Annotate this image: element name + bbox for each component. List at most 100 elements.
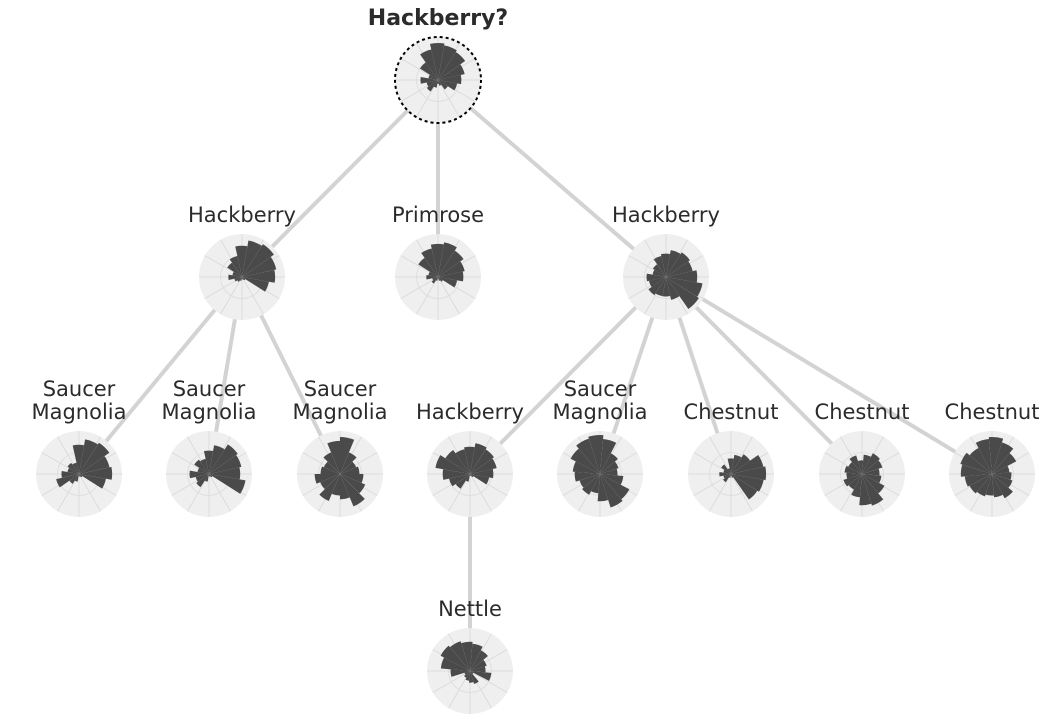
- tree-node-n9[interactable]: Chestnut: [684, 400, 779, 517]
- tree-node-n11[interactable]: Chestnut: [945, 400, 1040, 517]
- rose-petal: [209, 467, 241, 480]
- rose-petal: [470, 443, 487, 474]
- rose-glyph: [427, 628, 513, 714]
- rose-petal: [239, 277, 242, 281]
- tree-node-n2[interactable]: Primrose: [392, 203, 484, 320]
- rose-petal: [426, 274, 438, 280]
- rose-petal: [648, 277, 666, 296]
- rose-petal: [590, 474, 600, 494]
- rose-glyph: [394, 36, 482, 124]
- tree-node-n1[interactable]: Hackberry: [188, 203, 296, 320]
- tree-edge-n1-n5: [213, 317, 238, 434]
- rose-petal: [438, 250, 464, 277]
- rose-glyph: [623, 234, 709, 320]
- rose-petal: [314, 474, 340, 484]
- rose-petal: [209, 454, 242, 474]
- rose-petal: [572, 461, 600, 474]
- rose-petal: [319, 474, 340, 502]
- rose-glyph: [949, 431, 1035, 517]
- tree-edge-n3-n10: [693, 304, 835, 447]
- rose-petal: [660, 253, 671, 277]
- node-label: Chestnut: [945, 400, 1040, 424]
- rose-petal: [470, 449, 494, 474]
- rose-petal: [470, 643, 483, 671]
- rose-petal: [237, 277, 242, 282]
- rose-petal: [666, 277, 699, 309]
- node-label: Chestnut: [815, 400, 910, 424]
- rose-petal: [469, 474, 471, 476]
- rose-petal: [438, 80, 448, 90]
- rose-petal: [862, 468, 880, 476]
- rose-petal: [666, 270, 698, 283]
- rose-petal: [438, 261, 465, 277]
- rose-petal: [600, 468, 618, 476]
- rose-petal: [209, 445, 225, 474]
- tree-node-n3[interactable]: Hackberry: [612, 203, 720, 320]
- rose-petal: [731, 454, 742, 474]
- rose-petal: [468, 671, 474, 683]
- rose-petal: [470, 458, 497, 474]
- rose-petal: [428, 271, 438, 277]
- tree-node-n0[interactable]: Hackberry?: [368, 6, 508, 124]
- rose-petal: [862, 454, 872, 474]
- rose-petal: [331, 474, 340, 496]
- rose-petal: [964, 474, 992, 487]
- rose-petal: [455, 449, 470, 474]
- rose-petal: [438, 80, 442, 86]
- rose-petal: [470, 659, 487, 671]
- node-label: Nettle: [438, 597, 502, 621]
- rose-petal: [420, 76, 438, 84]
- rose-petal: [56, 474, 79, 488]
- rose-petal: [600, 453, 618, 474]
- rose-petal: [242, 256, 277, 277]
- rose-petal: [975, 439, 992, 474]
- rose-petal: [648, 277, 666, 288]
- rose-petal: [227, 262, 242, 277]
- rose-petal: [600, 439, 617, 474]
- rose-petal: [74, 474, 79, 482]
- rose-petal: [723, 474, 731, 483]
- rose-petal: [470, 666, 486, 673]
- rose-glyph: [166, 431, 252, 517]
- rose-petal: [229, 256, 242, 277]
- rose-petal: [731, 466, 767, 481]
- tree-node-n12[interactable]: Nettle: [427, 597, 513, 714]
- tree-node-n10[interactable]: Chestnut: [815, 400, 910, 517]
- node-label: Hackberry: [612, 203, 720, 227]
- rose-petal: [992, 453, 1017, 474]
- rose-petal: [432, 277, 438, 281]
- rose-petal: [992, 474, 1013, 488]
- rose-petal: [455, 474, 470, 489]
- tree-node-n7[interactable]: Hackberry: [416, 400, 524, 517]
- rose-petal: [79, 466, 113, 480]
- rose-petal: [438, 52, 466, 80]
- rose-petal: [731, 454, 764, 474]
- rose-petal: [204, 474, 209, 482]
- rose-petal: [340, 474, 364, 483]
- rose-petal: [78, 474, 80, 476]
- rose-petal: [228, 274, 242, 280]
- rose-petal: [327, 440, 340, 474]
- rose-petal: [727, 468, 731, 474]
- rose-petal: [662, 277, 671, 297]
- rose-petal: [420, 49, 438, 80]
- rose-petal: [72, 462, 79, 474]
- rose-petal: [69, 474, 79, 484]
- rose-petal: [461, 641, 473, 671]
- rose-glyph: [199, 234, 285, 320]
- rose-petal: [666, 252, 690, 277]
- tree-edge-n0-n3: [467, 105, 637, 252]
- rose-petal: [727, 458, 734, 474]
- rose-petal: [195, 474, 209, 482]
- node-label: Hackberry: [188, 203, 296, 227]
- rose-petal: [340, 461, 357, 474]
- rose-petal: [969, 448, 992, 474]
- rose-petal: [862, 474, 885, 494]
- rose-petal: [438, 74, 462, 85]
